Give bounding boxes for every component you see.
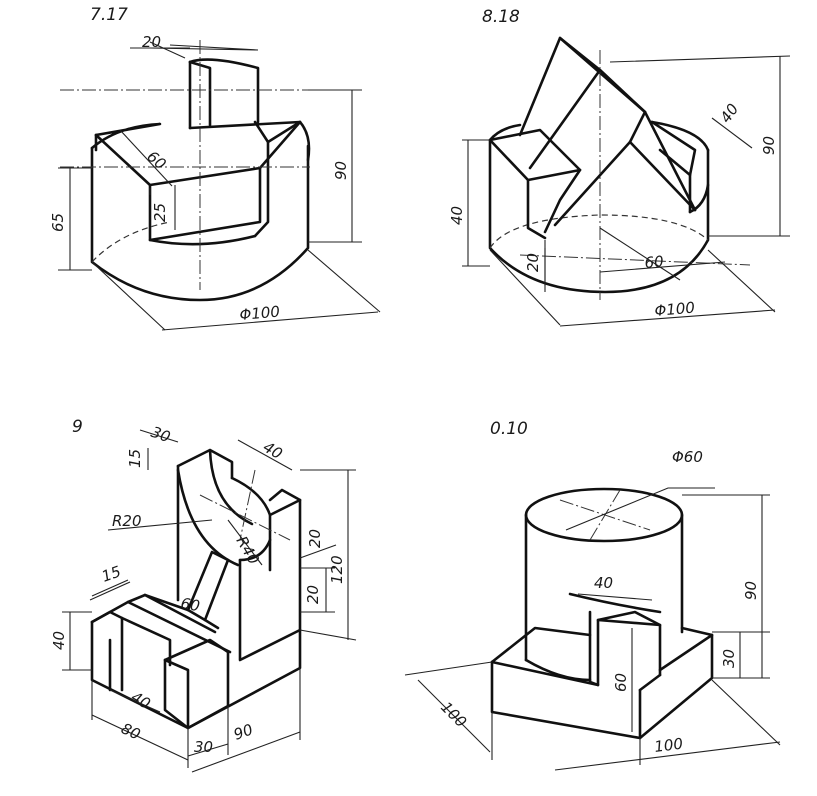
dim-depth: 60 bbox=[119, 129, 173, 187]
dim-slope: 40 bbox=[711, 100, 753, 149]
dim-slot: 25 bbox=[151, 185, 176, 230]
dim-gap: 20 bbox=[304, 568, 327, 612]
dim-width: 60 bbox=[599, 252, 726, 273]
figure-8-18: 8.18 bbox=[448, 7, 791, 327]
dim-slot-h: 20 bbox=[299, 529, 337, 559]
svg-text:90: 90 bbox=[332, 161, 350, 180]
svg-text:30: 30 bbox=[149, 423, 173, 446]
left-block bbox=[488, 128, 582, 240]
rear-upright bbox=[176, 448, 302, 662]
svg-text:Φ60: Φ60 bbox=[672, 448, 703, 466]
dim-lug: 15 bbox=[91, 562, 129, 597]
notch-block bbox=[524, 592, 662, 692]
svg-text:20: 20 bbox=[306, 529, 324, 548]
center-line bbox=[239, 469, 256, 541]
svg-text:40: 40 bbox=[717, 100, 743, 126]
dim-height: 90 bbox=[742, 495, 763, 678]
figure-9: 9 bbox=[50, 417, 357, 773]
svg-text:Φ100: Φ100 bbox=[239, 303, 281, 324]
svg-text:40: 40 bbox=[448, 206, 466, 225]
svg-text:40: 40 bbox=[50, 631, 68, 650]
dim-diameter: Φ100 bbox=[161, 303, 379, 331]
svg-text:40: 40 bbox=[260, 438, 286, 463]
dim-height-right: 90 bbox=[332, 90, 353, 242]
dim-h40: 40 bbox=[50, 612, 71, 670]
svg-text:60: 60 bbox=[179, 594, 201, 615]
center-line bbox=[519, 254, 751, 266]
dim-depth: 60 bbox=[612, 628, 633, 732]
svg-text:15: 15 bbox=[126, 449, 144, 468]
dim-top-w: 40 bbox=[237, 438, 293, 471]
svg-text:120: 120 bbox=[328, 555, 346, 584]
dim-radius-small: R20 bbox=[107, 512, 213, 531]
figure-label: 0.10 bbox=[490, 419, 528, 439]
base-block bbox=[490, 626, 714, 740]
vertical-prism bbox=[188, 58, 260, 130]
svg-text:Φ100: Φ100 bbox=[654, 299, 696, 320]
figure-label: 8.18 bbox=[482, 7, 520, 27]
dim-base: 20 bbox=[524, 248, 546, 286]
svg-text:30: 30 bbox=[720, 649, 738, 668]
svg-text:20: 20 bbox=[304, 585, 322, 604]
svg-text:100: 100 bbox=[437, 698, 470, 731]
dim-rib: 60 bbox=[179, 594, 201, 615]
svg-text:15: 15 bbox=[99, 562, 123, 585]
svg-text:80: 80 bbox=[118, 719, 143, 743]
svg-text:90: 90 bbox=[760, 136, 778, 155]
dim-radius-large: R40 bbox=[227, 519, 263, 568]
svg-text:90: 90 bbox=[742, 581, 760, 600]
svg-text:100: 100 bbox=[653, 735, 684, 756]
cross-block bbox=[94, 120, 302, 246]
dim-base-w: 100 bbox=[417, 679, 491, 753]
svg-text:60: 60 bbox=[143, 147, 169, 173]
svg-text:40: 40 bbox=[594, 574, 613, 592]
figure-0-10: 0.10 Φ60 bbox=[404, 419, 781, 771]
cylinder-body bbox=[90, 120, 311, 302]
figure-label: 7.17 bbox=[90, 5, 128, 25]
center-line bbox=[589, 489, 621, 541]
svg-text:R20: R20 bbox=[112, 512, 142, 530]
triangular-plate bbox=[518, 36, 697, 227]
dim-w90: 90 bbox=[191, 720, 301, 773]
svg-text:90: 90 bbox=[231, 720, 255, 743]
dim-height-left: 40 bbox=[448, 140, 469, 266]
dim-top-a: 30 bbox=[139, 423, 179, 446]
inclined-rib bbox=[143, 550, 230, 630]
dim-top-width: 20 bbox=[130, 33, 259, 59]
dim-w30: 30 bbox=[187, 738, 229, 757]
svg-text:20: 20 bbox=[142, 33, 161, 51]
dim-height-right: 90 bbox=[760, 56, 781, 236]
dim-top-b: 15 bbox=[126, 448, 149, 470]
dim-height: 120 bbox=[328, 470, 349, 640]
svg-text:60: 60 bbox=[644, 252, 665, 272]
dim-base-h: 30 bbox=[720, 632, 741, 678]
svg-text:R40: R40 bbox=[233, 533, 263, 568]
svg-text:65: 65 bbox=[49, 213, 67, 232]
dim-notch: 40 bbox=[577, 574, 653, 601]
figure-7-17: 7.17 bbox=[49, 5, 381, 331]
svg-text:25: 25 bbox=[151, 203, 169, 222]
svg-text:60: 60 bbox=[612, 673, 630, 692]
dim-base-l: 100 bbox=[554, 735, 781, 771]
svg-text:30: 30 bbox=[194, 738, 213, 756]
dim-height-left: 65 bbox=[49, 168, 71, 270]
dim-diameter: Φ60 bbox=[565, 448, 715, 531]
dim-diameter: Φ100 bbox=[559, 299, 776, 327]
figure-label: 9 bbox=[72, 417, 83, 437]
svg-text:20: 20 bbox=[524, 253, 542, 272]
right-block bbox=[650, 120, 710, 214]
